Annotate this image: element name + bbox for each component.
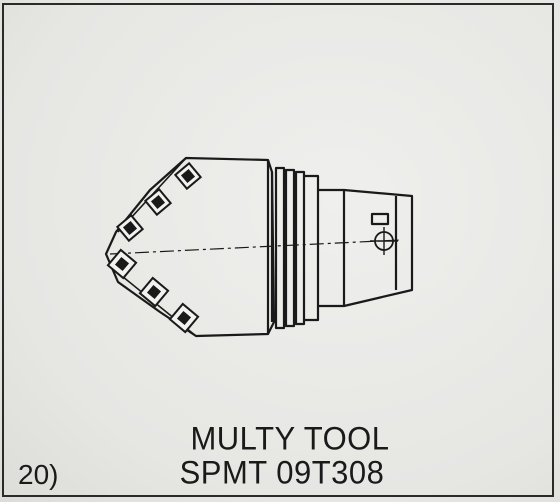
neck bbox=[304, 174, 346, 322]
insert-4 bbox=[106, 248, 138, 280]
tool-code: SPMT 09T308 bbox=[179, 454, 385, 491]
tool-title: MULTY TOOL bbox=[190, 420, 390, 457]
flange-ring-2 bbox=[284, 168, 296, 328]
figure-number: 20) bbox=[18, 459, 59, 490]
flange-ring-3 bbox=[294, 170, 306, 326]
insert-2 bbox=[143, 187, 173, 217]
inserts bbox=[106, 161, 203, 334]
insert-6 bbox=[168, 302, 200, 334]
insert-3 bbox=[115, 213, 145, 243]
shank bbox=[343, 188, 414, 308]
insert-1 bbox=[173, 161, 203, 191]
insert-5 bbox=[138, 276, 170, 308]
centerline bbox=[109, 239, 401, 255]
flange-ring-1 bbox=[274, 166, 286, 330]
keyway bbox=[370, 212, 390, 226]
figure-frame bbox=[2, 3, 554, 497]
